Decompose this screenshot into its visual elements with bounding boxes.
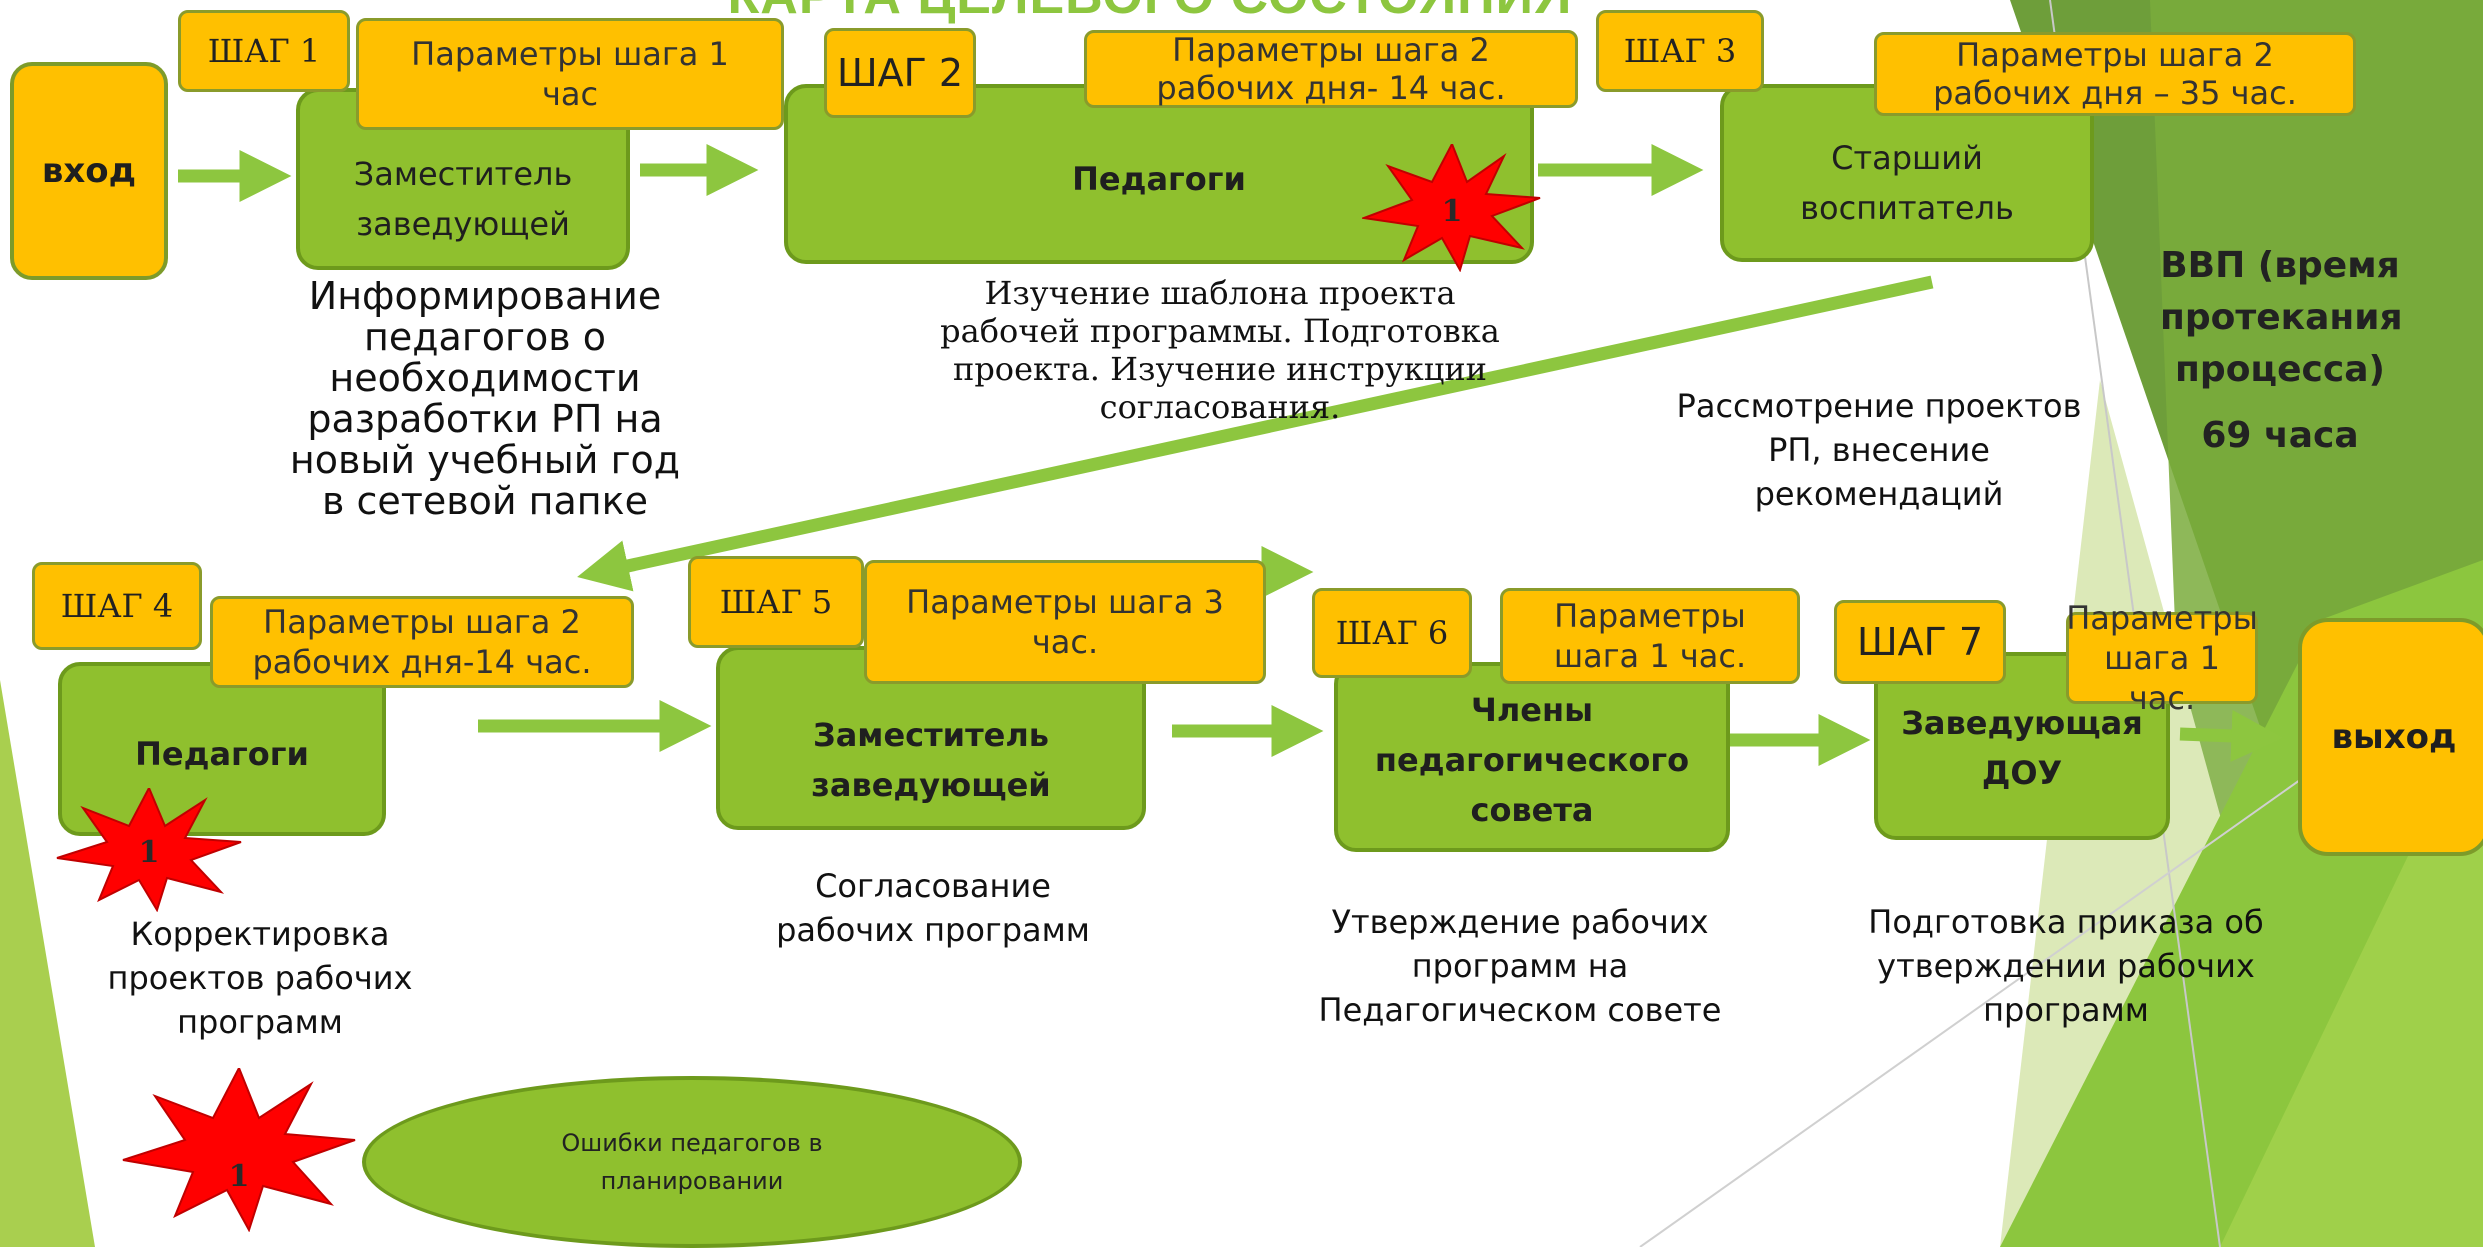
step5-params-box: Параметры шага 3 час. <box>864 560 1266 684</box>
step7-description: Подготовка приказа об утверждении рабочи… <box>1868 903 2264 1029</box>
entry-label: вход <box>41 151 137 191</box>
step2-description: Изучение шаблона проекта рабочей програм… <box>830 274 1610 426</box>
exit-box: выход <box>2298 618 2483 856</box>
step2-params: Параметры шага 2 рабочих дня- 14 час. <box>1156 31 1506 107</box>
step4-label: ШАГ 4 <box>60 587 174 625</box>
problem-star-icon: 1 <box>56 788 242 912</box>
step3-params-box: Параметры шага 2 рабочих дня – 35 час. <box>1874 32 2356 116</box>
step1-label: ШАГ 1 <box>207 32 321 70</box>
step1-label-box: ШАГ 1 <box>178 10 350 92</box>
problem-star-icon: 1 <box>1362 144 1541 272</box>
step1-params: Параметры шага 1 час <box>411 35 729 113</box>
step2-role: Педагоги <box>1072 160 1246 198</box>
step6-label: ШАГ 6 <box>1335 614 1449 652</box>
step7-label: ШАГ 7 <box>1856 620 1984 664</box>
step2-params-box: Параметры шага 2 рабочих дня- 14 час. <box>1084 30 1578 108</box>
step1-params-box: Параметры шага 1 час <box>356 18 784 130</box>
step7-role: Заведующая ДОУ <box>1901 704 2143 792</box>
step4-label-box: ШАГ 4 <box>32 562 202 650</box>
bg-line <box>1639 779 2301 1247</box>
legend-text: Ошибки педагогов в планировании <box>561 1129 823 1195</box>
step6-label-box: ШАГ 6 <box>1312 588 1472 678</box>
step4-params: Параметры шага 2 рабочих дня-14 час. <box>252 603 592 681</box>
step7-params: Параметры шага 1 час. <box>2066 599 2258 717</box>
arrow-step3-step4 <box>577 275 1934 592</box>
star-number: 1 <box>139 835 160 870</box>
step4-role-box: Педагоги <box>58 662 386 836</box>
step5-label-box: ШАГ 5 <box>688 556 864 648</box>
step6-role: Члены педагогического совета <box>1374 691 1690 829</box>
exit-label: выход <box>2331 717 2457 757</box>
step3-description: Рассмотрение проектов РП, внесение реком… <box>1676 387 2082 513</box>
step5-role: Заместитель заведующей <box>811 716 1051 804</box>
step7-params-box: Параметры шага 1 час. <box>2066 599 2258 717</box>
legend-ellipse: Ошибки педагогов в планировании <box>362 1076 1022 1248</box>
step5-label: ШАГ 5 <box>719 583 833 621</box>
legend-star-number: 1 <box>229 1159 250 1194</box>
step3-params: Параметры шага 2 рабочих дня – 35 час. <box>1933 36 2297 112</box>
step3-label-box: ШАГ 3 <box>1596 10 1764 92</box>
bg-left-shape <box>0 680 95 1247</box>
step4-role: Педагоги <box>135 735 309 773</box>
step5-description: Согласование рабочих программ <box>776 867 1090 949</box>
step6-params: Параметры шага 1 час. <box>1553 597 1747 675</box>
step1-description: Информирование педагогов о необходимости… <box>289 274 681 523</box>
step6-role-box: Члены педагогического совета <box>1334 662 1730 852</box>
process-time-label: ВВП (время протекания процесса) <box>2160 245 2403 390</box>
process-time-value: 69 часа <box>2201 415 2359 456</box>
step1-role: Заместитель заведующей <box>353 155 573 243</box>
step2-label-box: ШАГ 2 <box>824 28 976 118</box>
entry-box: вход <box>10 62 168 280</box>
arrow-step7-exit <box>2179 709 2284 762</box>
step4-params-box: Параметры шага 2 рабочих дня-14 час. <box>210 596 634 688</box>
step2-label: ШАГ 2 <box>836 51 964 95</box>
step6-params-box: Параметры шага 1 час. <box>1500 588 1800 684</box>
process-time-summary: ВВП (время протекания процесса) 69 часа <box>2160 240 2403 462</box>
step4-description: Корректировка проектов рабочих программ <box>107 915 413 1041</box>
legend-star-icon: 1 <box>122 1068 356 1232</box>
page-title: КАРТА ЦЕЛЕВОГО СОСТОЯНИЯ <box>700 0 1600 26</box>
star-number: 1 <box>1442 194 1463 229</box>
step2-description-text: Изучение шаблона проекта рабочей програм… <box>940 274 1500 426</box>
step7-label-box: ШАГ 7 <box>1834 600 2006 684</box>
step6-description: Утверждение рабочих программ на Педагоги… <box>1318 903 1722 1029</box>
step3-label: ШАГ 3 <box>1623 32 1737 70</box>
step3-role: Старший воспитатель <box>1800 139 2014 227</box>
step5-params: Параметры шага 3 час. <box>906 583 1224 661</box>
